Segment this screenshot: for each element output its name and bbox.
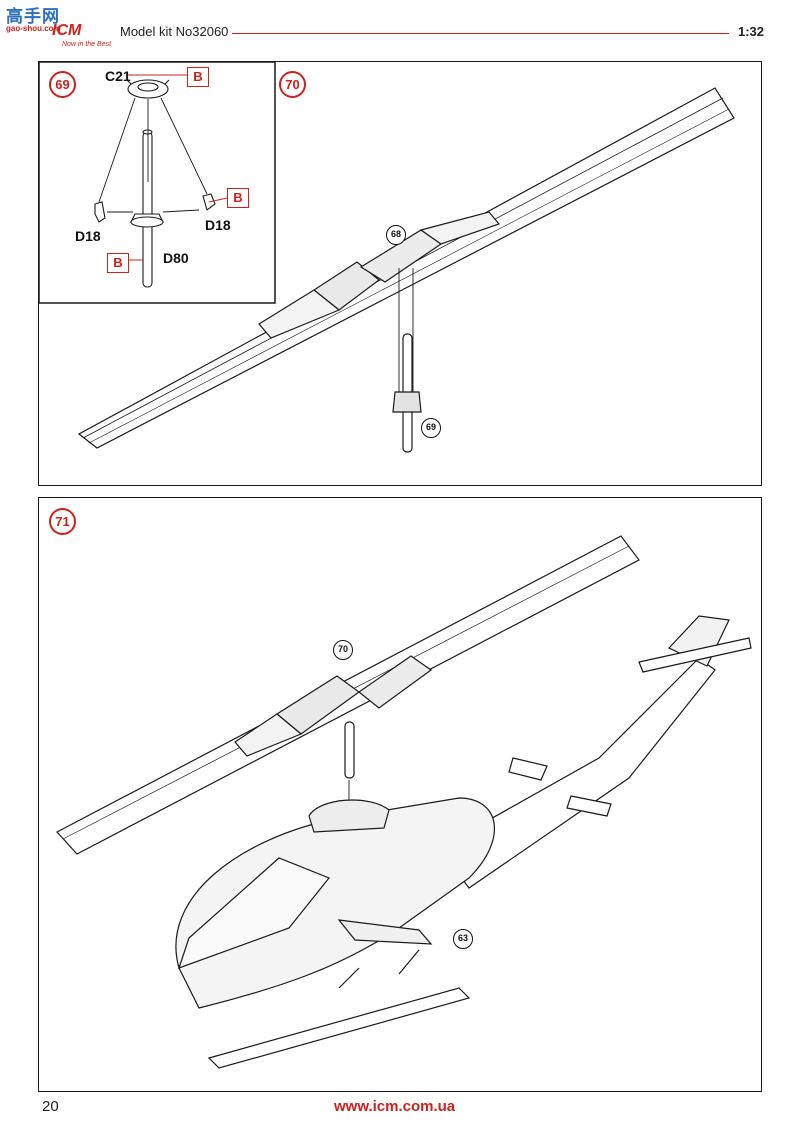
fuselage: [175, 797, 496, 1009]
panel-steps-69-70: 69 70 C21 D18 D18 D80 B B B 68 69: [38, 61, 762, 486]
kit-title: Model kit No32060: [120, 24, 229, 39]
helicopter-drawing-71: [56, 535, 752, 1069]
tail-boom: [438, 657, 716, 889]
d80-shaft: [142, 131, 153, 288]
paint-badge-d80: B: [107, 253, 129, 273]
icm-logo-slogan: Now in the Best: [62, 41, 112, 48]
paint-badge-d18: B: [227, 188, 249, 208]
part-label-d80: D80: [163, 250, 189, 266]
paint-badge-c21: B: [187, 67, 209, 87]
mast: [344, 721, 355, 779]
stub-wing: [337, 919, 433, 945]
step-71-badge: 71: [49, 508, 76, 535]
rotor-blade-drawing-70: [39, 62, 735, 453]
step-ref-70: 70: [333, 640, 353, 660]
canopy: [178, 857, 330, 969]
landing-skid: [207, 987, 471, 1069]
website-link[interactable]: www.icm.com.ua: [334, 1098, 456, 1115]
part-label-d18-right: D18: [205, 217, 231, 233]
step-ref-63: 63: [453, 929, 473, 949]
step-ref-68: 68: [386, 225, 406, 245]
d18-left-part: [94, 201, 106, 223]
tail-rotor: [638, 637, 752, 673]
step-ref-69: 69: [421, 418, 441, 438]
page-header: 高手网 gao-shou.com ICM Now in the Best Mod…: [0, 0, 800, 60]
part-label-d18-left: D18: [75, 228, 101, 244]
step-70-badge: 70: [279, 71, 306, 98]
panel-step-71: 71 70 63: [38, 497, 762, 1092]
step-69-frame: [39, 62, 276, 304]
step-69-badge: 69: [49, 71, 76, 98]
page-number: 20: [42, 1098, 59, 1115]
site-watermark-url: gao-shou.com: [6, 24, 61, 33]
part-label-c21: C21: [105, 68, 131, 84]
kit-scale: 1:32: [738, 24, 765, 39]
engine-cowl: [308, 799, 390, 833]
stabilizer: [508, 757, 548, 781]
site-watermark-logo: 高手网: [6, 7, 60, 26]
header-rule: [232, 33, 729, 34]
icm-logo: ICM: [52, 22, 82, 39]
